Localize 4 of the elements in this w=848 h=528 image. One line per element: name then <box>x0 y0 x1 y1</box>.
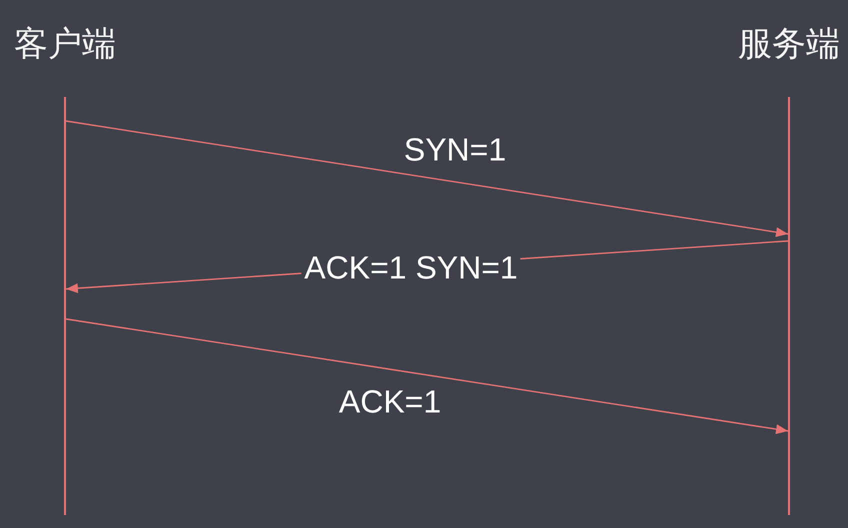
participant-label: 客户端 <box>14 27 116 61</box>
message-arrow <box>66 318 788 434</box>
message-arrow <box>66 120 788 238</box>
participant-label: 服务端 <box>738 27 840 61</box>
